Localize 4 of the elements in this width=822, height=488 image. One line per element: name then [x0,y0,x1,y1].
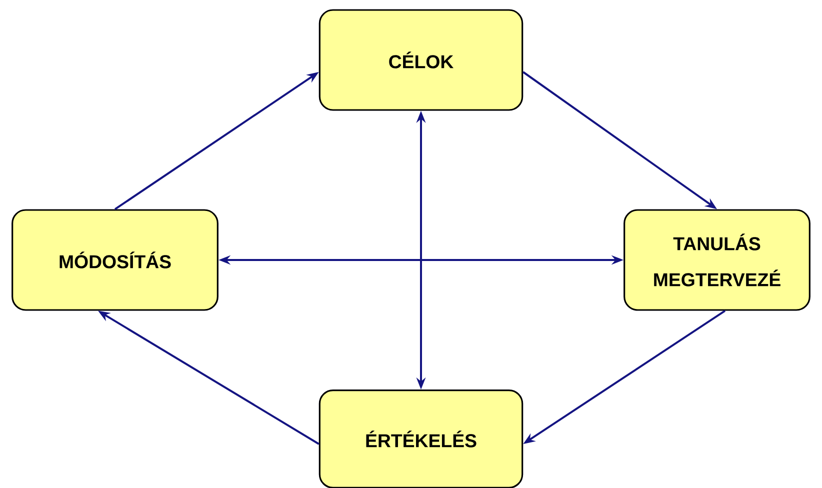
process-box: CÉLOK [318,9,524,111]
process-box: ÉRTÉKELÉS [318,390,524,488]
process-box: TANULÁS MEGTERVEZÉ [624,209,810,311]
process-box: MÓDOSÍTÁS [12,209,218,311]
